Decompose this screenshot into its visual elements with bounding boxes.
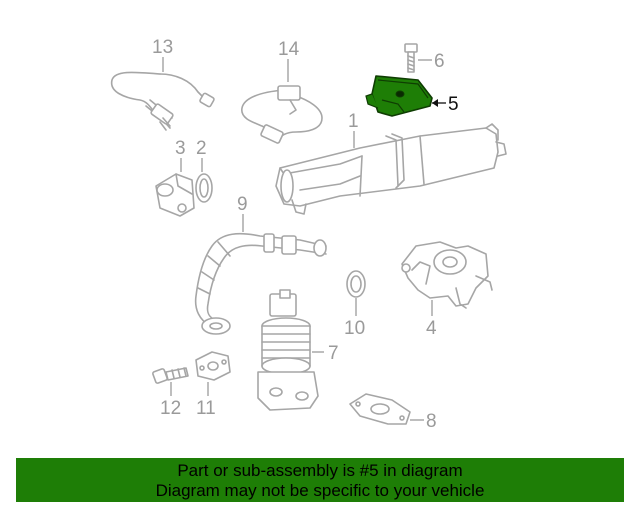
callout-11: 11	[196, 398, 216, 419]
part-1-vapor-canister[interactable]	[275, 123, 507, 215]
part-12-bolt[interactable]	[152, 367, 189, 384]
part-3-egr-adapter[interactable]	[155, 173, 195, 217]
callout-2: 2	[196, 138, 207, 159]
callout-9: 9	[237, 194, 248, 215]
part-5-highlighted-bracket[interactable]	[365, 75, 433, 117]
callout-3: 3	[175, 138, 186, 159]
part-11-gasket[interactable]	[195, 351, 231, 381]
callout-5: 5	[448, 94, 459, 115]
part-14-oxygen-sensor[interactable]	[241, 85, 323, 144]
callout-12: 12	[160, 398, 181, 419]
callout-14: 14	[278, 39, 300, 60]
callout-10: 10	[344, 318, 365, 339]
part-8-gasket[interactable]	[349, 393, 411, 425]
part-13-oxygen-sensor[interactable]	[110, 71, 215, 131]
info-banner: Part or sub-assembly is #5 in diagram Di…	[16, 458, 624, 502]
banner-line-1: Part or sub-assembly is #5 in diagram	[177, 461, 463, 480]
part-7-egr-valve[interactable]	[257, 289, 319, 411]
callout-7: 7	[328, 343, 339, 364]
callout-8: 8	[426, 411, 437, 432]
part-10-seal[interactable]	[346, 270, 366, 298]
part-2-gasket[interactable]	[195, 173, 213, 203]
part-4-egr-valve-bracket[interactable]	[401, 241, 493, 309]
part-9-egr-tube[interactable]	[194, 232, 327, 335]
callout-1: 1	[348, 111, 359, 132]
callout-6: 6	[434, 51, 445, 72]
callout-4: 4	[426, 318, 437, 339]
callout-13: 13	[152, 37, 173, 58]
banner-line-2: Diagram may not be specific to your vehi…	[155, 481, 485, 500]
part-6-bolt[interactable]	[404, 43, 418, 73]
parts-diagram: 13 14 6 5 1	[110, 37, 507, 432]
